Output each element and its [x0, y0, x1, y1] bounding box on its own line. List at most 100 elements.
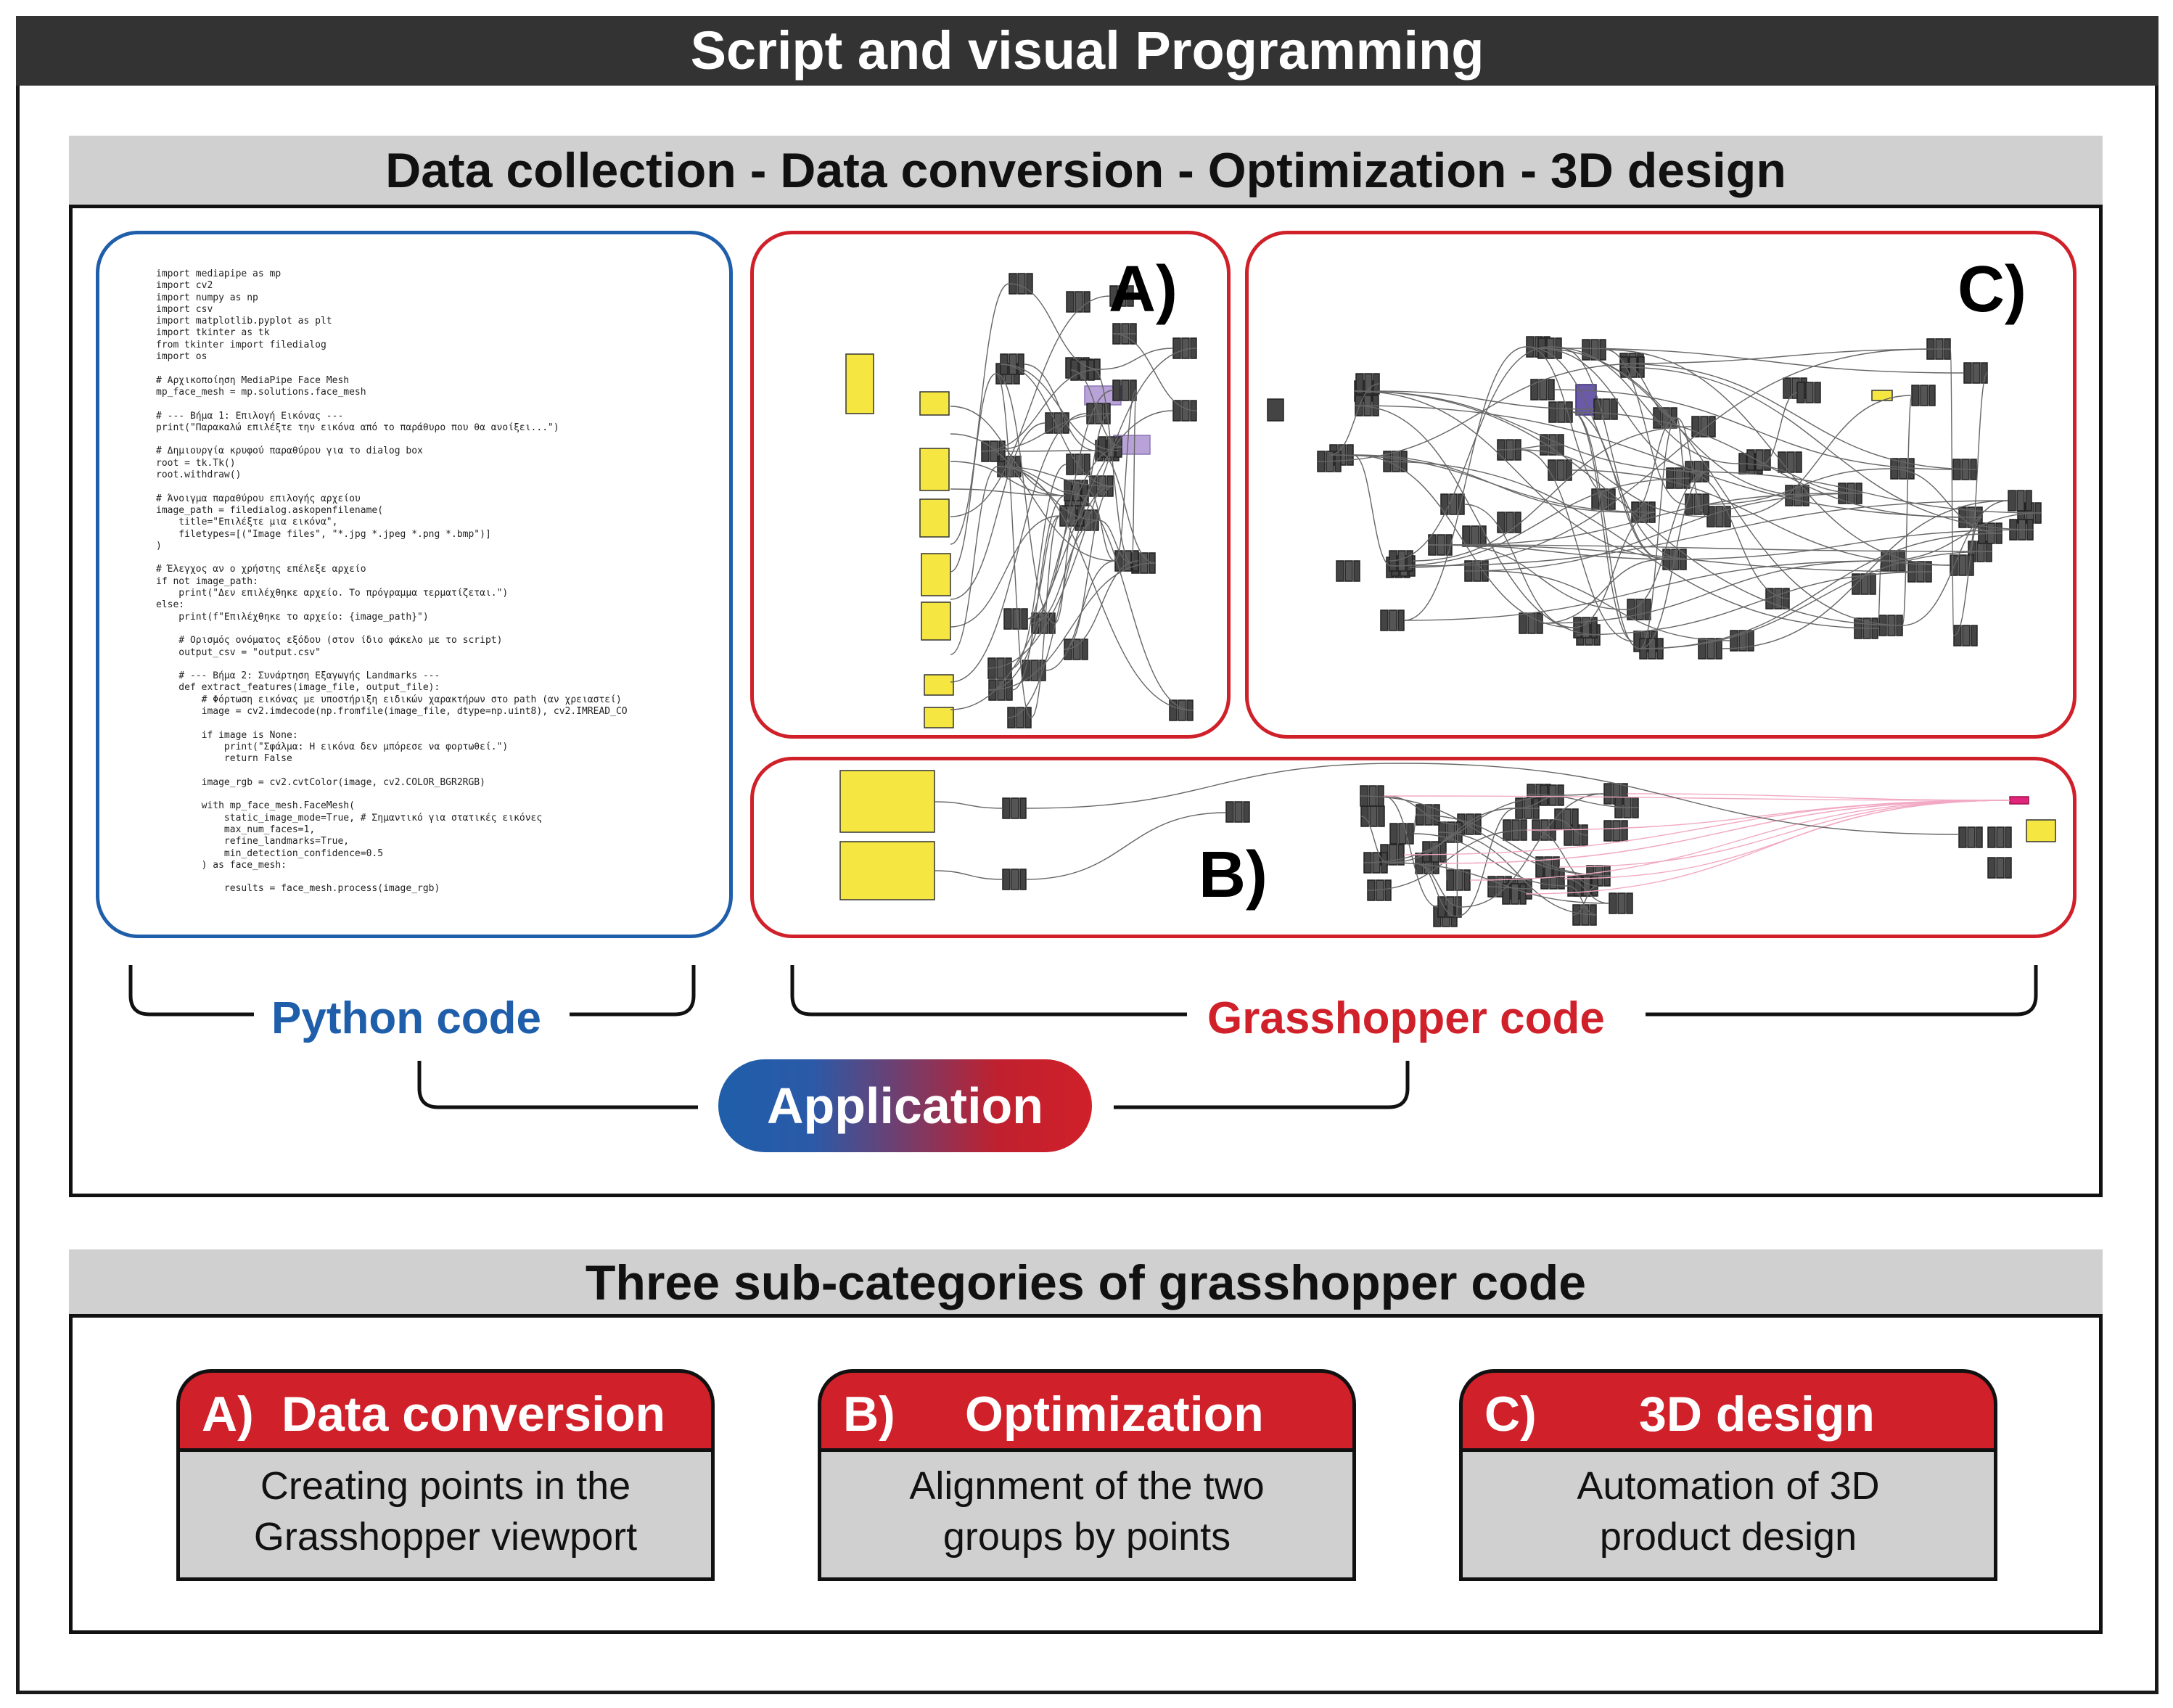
graph-wire	[1525, 800, 2010, 895]
python-bracket-right	[570, 965, 696, 1017]
code-line: image = cv2.imdecode(np.fromfile(image_f…	[156, 705, 628, 717]
application-bracket-right	[1114, 1061, 1410, 1109]
graph-component	[1795, 451, 1802, 473]
card-a-title: Data conversion	[282, 1387, 666, 1442]
graph-wire	[1563, 793, 1605, 796]
code-line: import cv2	[156, 280, 213, 292]
code-line: output_csv = "output.csv"	[156, 646, 321, 658]
graph-component	[1548, 459, 1556, 481]
code-line: # Έλεγχος αν ο χρήστης επέλεξε αρχείο	[156, 564, 366, 575]
code-line: # Άνοιγμα παραθύρου επιλογής αρχείου	[156, 493, 361, 504]
graph-wire	[1009, 283, 1101, 370]
graph-component	[1502, 883, 1511, 905]
graph-component	[1384, 879, 1392, 901]
graph-wire	[1572, 411, 1960, 518]
graph-wire	[1469, 800, 2010, 881]
graph-wire	[1554, 818, 1588, 836]
card-a-line1: Creating points in the	[260, 1464, 631, 1508]
code-line: min_detection_confidence=0.5	[156, 847, 384, 859]
graph-component	[1355, 373, 1364, 395]
graph-wire	[1762, 392, 1798, 464]
graph-component	[1503, 819, 1511, 841]
graph-component	[1066, 291, 1075, 313]
yellow-panel-node	[845, 353, 874, 414]
graph-wire	[997, 466, 1089, 496]
graph-wire	[1352, 454, 1574, 628]
graph-wire	[1708, 468, 1891, 505]
graph-component	[1511, 883, 1519, 905]
code-line: print("Δεν επιλέχθηκε αρχείο. Το πρόγραμ…	[156, 588, 509, 599]
graph-wire	[1367, 829, 1527, 891]
graph-component	[1783, 377, 1791, 399]
code-line: return False	[156, 753, 292, 765]
graph-component	[1431, 841, 1439, 863]
graph-component	[1996, 826, 2005, 848]
graph-wire	[1416, 814, 1611, 876]
graph-wire	[1526, 800, 2010, 831]
yellow-panel-node	[919, 391, 950, 416]
graph-wire	[995, 373, 1056, 624]
graph-component	[1996, 857, 2005, 879]
grasshopper-panel-b	[750, 757, 2077, 938]
graph-component	[1709, 416, 1716, 438]
code-line: if not image_path:	[156, 575, 258, 587]
graph-wire	[1542, 559, 1664, 624]
graph-wire	[950, 515, 1061, 628]
graph-component	[1590, 339, 1599, 361]
graph-wire	[1329, 383, 1380, 456]
graph-component	[1706, 638, 1715, 660]
graph-component	[1626, 892, 1633, 914]
graph-wire	[1027, 390, 1114, 620]
code-line: image_rgb = cv2.cvtColor(image, cv2.COLO…	[156, 776, 485, 788]
graph-wire	[1438, 800, 2010, 864]
graph-component	[1072, 639, 1081, 660]
graph-wire	[1639, 551, 1992, 649]
code-line: image_path = filedialog.askopenfilename(	[156, 504, 384, 516]
panel-c-label: C)	[1958, 253, 2026, 326]
graph-component	[1446, 896, 1455, 918]
graph-wire	[950, 413, 1088, 683]
graph-wire	[1112, 333, 1197, 411]
graph-component	[1118, 285, 1127, 307]
card-c-header: C) 3D design	[1459, 1369, 1997, 1450]
graph-wire	[1877, 560, 1882, 629]
graph-component	[1474, 813, 1482, 835]
graph-wire	[1572, 885, 1598, 916]
graph-component	[1011, 797, 1019, 819]
graph-wire	[1030, 515, 1061, 718]
python-code-panel	[96, 231, 733, 938]
graph-wire	[1095, 450, 1156, 564]
graph-wire	[1662, 529, 2034, 560]
graph-wire	[1400, 763, 1960, 835]
code-line: import numpy as np	[156, 292, 258, 303]
graph-component	[1962, 625, 1971, 646]
code-line: import csv	[156, 303, 213, 315]
code-line: def extract_features(image_file, output_…	[156, 682, 440, 694]
card-a-letter: A)	[202, 1387, 254, 1442]
card-a-body: Creating points in the Grasshopper viewp…	[176, 1448, 715, 1581]
graph-component	[1612, 820, 1621, 842]
graph-wire	[950, 410, 1174, 710]
graph-wire	[1564, 878, 1610, 904]
yellow-panel-node	[921, 602, 951, 641]
graph-component	[1715, 506, 1724, 527]
graph-component	[1539, 379, 1548, 401]
graph-wire	[1413, 833, 1569, 887]
graph-wire	[1730, 395, 1913, 517]
graph-wire	[1881, 512, 2042, 562]
yellow-panel-node	[2026, 819, 2056, 842]
graph-wire	[1054, 520, 1076, 624]
graph-component	[1364, 373, 1373, 395]
graph-wire	[1403, 560, 1882, 621]
graph-wire	[1953, 517, 1983, 636]
code-line: # Δημιουργία κρυφού παραθύρου για το dia…	[156, 446, 423, 457]
graph-wire	[1087, 490, 1116, 562]
graph-component	[1535, 856, 1544, 878]
graph-component	[1582, 339, 1590, 361]
graph-wire	[1363, 795, 1564, 863]
graph-component	[1987, 826, 1996, 848]
graph-component	[1506, 512, 1514, 533]
graph-wire	[1383, 795, 1458, 825]
